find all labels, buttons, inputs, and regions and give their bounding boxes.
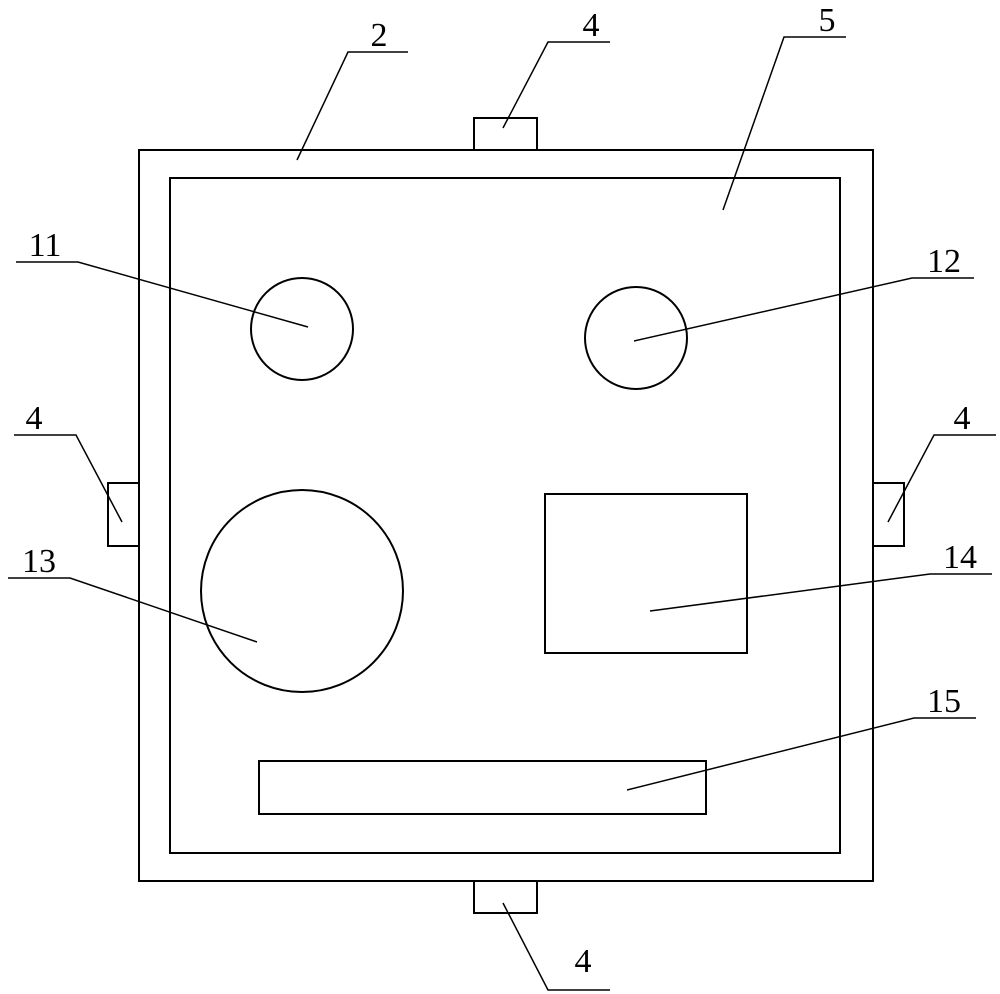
square-component-14 [545, 494, 747, 653]
label-13: 13 [22, 543, 56, 580]
circle-component-13 [201, 490, 403, 692]
leader-12 [634, 278, 974, 341]
leader-4-bottom [503, 903, 610, 990]
leader-15 [627, 718, 976, 790]
label-5: 5 [819, 2, 836, 39]
circle-component-11 [251, 278, 353, 380]
leader-14 [650, 574, 992, 611]
label-2: 2 [371, 17, 388, 54]
label-14: 14 [943, 539, 977, 576]
label-4-right: 4 [954, 400, 971, 437]
outer-frame [139, 150, 873, 881]
label-11: 11 [29, 227, 62, 264]
label-12: 12 [927, 243, 961, 280]
leader-lines [8, 37, 996, 990]
leader-4-top [503, 42, 610, 128]
leader-2 [297, 52, 408, 160]
leader-5 [723, 37, 846, 210]
label-15: 15 [927, 683, 961, 720]
lug-left [108, 483, 139, 546]
inner-panel [170, 178, 840, 853]
label-4-left: 4 [26, 400, 43, 437]
leader-4-left [14, 435, 122, 522]
circle-component-12 [585, 287, 687, 389]
label-4-bottom: 4 [575, 943, 592, 980]
lug-right [873, 483, 904, 546]
label-4-top: 4 [583, 7, 600, 44]
leader-13 [8, 578, 257, 642]
reference-numerals: 2 4 5 11 12 4 4 13 14 15 4 [22, 2, 977, 980]
